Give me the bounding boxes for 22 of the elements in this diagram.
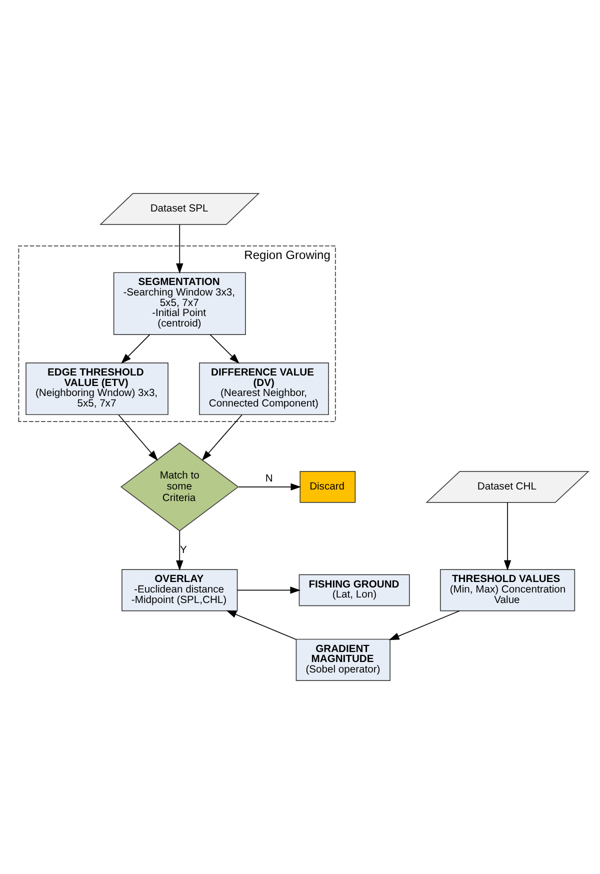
arrow [504,502,512,571]
arrow [120,334,150,364]
node-box: GRADIENT MAGNITUDE (Sobel operator) [296,638,390,681]
node-diamond: Match to some Criteria [120,442,239,532]
node-box: DIFFERENCE VALUE (DV) (Nearest Neighbor, Connected Component) [199,362,329,416]
arrow [388,610,460,640]
arrow [238,483,302,491]
arrow [202,414,242,461]
arrow [226,610,297,640]
node-box: THRESHOLD VALUES (Min, Max) Concentration Value [440,569,576,612]
arrow [118,414,158,461]
node-box: EDGE THRESHOLD VALUE (ETV) (Neighboring Wndow) 3x3, 5x5, 7x7 [26,362,168,416]
edge-label: Y [180,544,187,556]
node-box: Discard [300,471,356,503]
arrow [236,586,301,594]
edge-label: N [265,473,273,484]
node-box: SEGMENTATION -Searching Window 3x3, 5x5, 7x7 -Initial Point (centroid) [113,272,246,336]
node-box: FISHING GROUND (Lat, Lon) [298,574,410,606]
arrow [210,334,240,364]
arrow [176,224,184,274]
arrow [176,530,184,571]
node-box: OVERLAY -Euclidean distance -Midpoint (SPL,CHL) [122,569,238,612]
